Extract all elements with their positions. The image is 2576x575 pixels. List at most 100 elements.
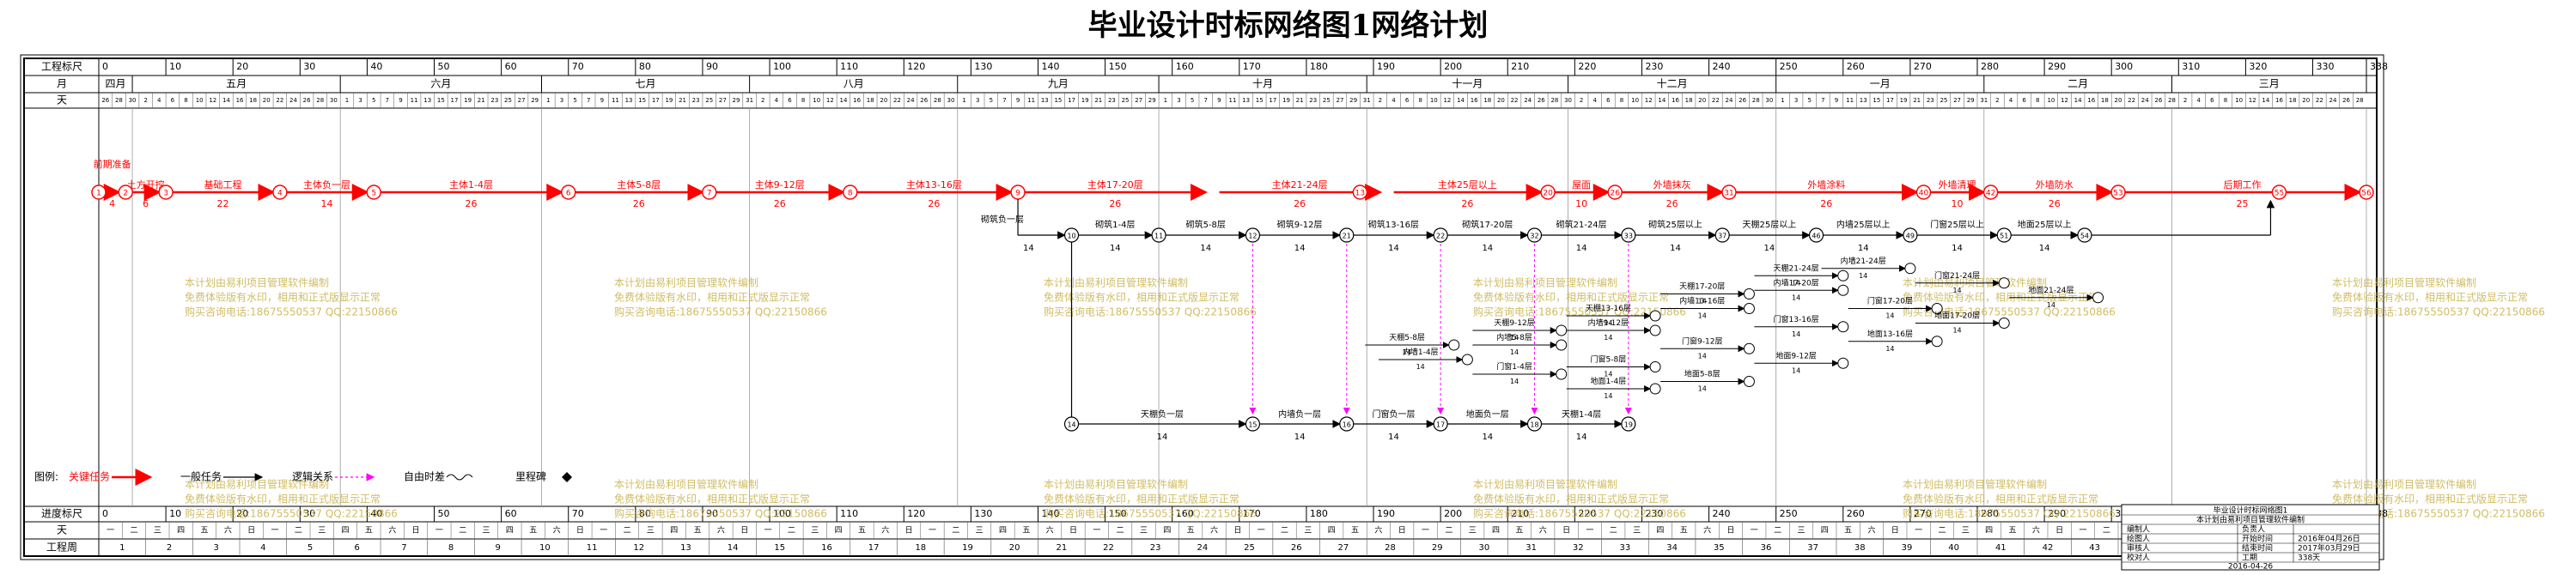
day-number: 20 [263, 97, 271, 104]
lower-task-duration: 14 [1482, 433, 1493, 442]
day-number: 25 [1122, 97, 1130, 104]
weekday-label: 二 [295, 527, 302, 536]
weekday-label: 一 [107, 527, 114, 536]
weekday-label: 四 [1163, 527, 1171, 536]
mid-task-name: 地面1-4层 [1591, 376, 1627, 386]
bottom-scale-tick-label: 70 [572, 508, 584, 519]
weekday-label: 五 [1844, 527, 1852, 536]
lower-node-id: 18 [1530, 421, 1538, 429]
weekday-label: 三 [1962, 527, 1970, 536]
weekday-label: 二 [624, 527, 631, 536]
day-number: 30 [1564, 97, 1572, 104]
bottom-scale-tick-label: 60 [505, 508, 517, 519]
critical-task-duration: 26 [1109, 198, 1121, 209]
watermark-text: 购买咨询电话:18675550537 QQ:22150866 [1473, 507, 1686, 520]
day-number: 17 [451, 97, 459, 104]
week-number: 13 [680, 543, 691, 553]
day-number: 5 [1191, 97, 1194, 104]
legend-milestone-symbol [562, 472, 572, 482]
mid-node [1649, 324, 1661, 336]
day-number: 29 [1967, 97, 1975, 104]
critical-task-duration: 26 [633, 198, 645, 209]
mid-task-duration: 14 [1885, 345, 1894, 353]
lower-node-id: 19 [1624, 421, 1633, 429]
top-scale-tick-label: 290 [2048, 61, 2066, 72]
week-number: 35 [1714, 543, 1725, 553]
top-scale-tick-label: 160 [1176, 61, 1194, 72]
weekday-label: 六 [717, 525, 725, 536]
day-number: 9 [399, 97, 402, 104]
day-number: 16 [2275, 97, 2283, 104]
lower-node [1433, 416, 1448, 432]
weekday-label: 六 [1703, 525, 1711, 536]
day-number: 27 [1135, 97, 1142, 104]
watermark-text: 免费体验版有水印，相用和正式版显示正常 [1044, 493, 1239, 505]
day-number: 13 [1860, 97, 1867, 104]
mid-node [1998, 318, 2010, 329]
day-number: 18 [249, 97, 257, 104]
weekday-label: 二 [1281, 527, 1288, 536]
day-number: 21 [1913, 97, 1921, 104]
weekday-label: 日 [905, 526, 913, 536]
top-scale-tick-label: 170 [1243, 61, 1261, 72]
top-scale-tick-label: 70 [572, 61, 584, 72]
critical-node [1982, 185, 1999, 200]
watermark-text: 免费体验版有水印，相用和正式版显示正常 [2332, 291, 2528, 304]
watermark-text: 免费体验版有水印，相用和正式版显示正常 [614, 291, 810, 304]
mid-task-name: 内墙17-20层 [1774, 277, 1819, 288]
day-number: 11 [1027, 97, 1035, 104]
weekday-label: 六 [224, 525, 232, 536]
upper-task-duration: 14 [1576, 244, 1587, 253]
day-number: 8 [184, 97, 187, 104]
watermark-text: 免费体验版有水印，相用和正式版显示正常 [1903, 291, 2098, 304]
upper-task-duration: 14 [1858, 244, 1869, 253]
critical-node-id: 6 [566, 190, 571, 198]
upper-task-duration: 14 [1482, 244, 1493, 253]
top-scale-tick-label: 320 [2249, 61, 2267, 72]
upper-node [1151, 227, 1166, 243]
bottom-scale-label: 进度标尺 [41, 507, 82, 520]
bottom-scale-tick-label: 290 [2048, 508, 2066, 519]
day-number: 2 [761, 97, 764, 104]
weekday-label: 二 [1774, 527, 1781, 536]
critical-task-duration: 26 [774, 198, 786, 209]
upper-node-id: 10 [1067, 233, 1075, 240]
mid-task-name: 内墙21-24层 [1841, 256, 1886, 266]
watermark-text: 购买咨询电话:18675550537 QQ:22150866 [1903, 507, 2116, 520]
upper-task-name: 砌筑17-20层 [1462, 219, 1513, 230]
upper-node-id: 46 [1812, 233, 1820, 240]
day-number: 8 [801, 97, 805, 104]
weekday-label: 六 [1374, 525, 1382, 536]
day-number: 4 [1593, 97, 1598, 104]
weekday-label: 一 [271, 527, 279, 536]
weekday-label: 六 [1867, 525, 1875, 536]
week-number: 34 [1666, 543, 1678, 553]
top-scale-tick-label: 140 [1041, 61, 1059, 72]
weekday-label: 日 [576, 526, 584, 536]
mid-node [1649, 361, 1661, 372]
bottom-scale-tick-label: 10 [169, 508, 181, 519]
day-number: 26 [920, 97, 928, 104]
mid-task-duration: 14 [1792, 279, 1800, 287]
weekday-label: 六 [881, 525, 889, 536]
upper-task-duration: 14 [1388, 244, 1399, 253]
watermark-text: 购买咨询电话:18675550537 QQ:22150866 [185, 306, 398, 318]
side-task-duration: 14 [1023, 244, 1034, 253]
bottom-scale-tick-label: 130 [974, 508, 992, 519]
critical-task-duration: 6 [143, 198, 149, 209]
week-number: 37 [1807, 543, 1818, 553]
critical-node-id: 20 [1543, 190, 1553, 198]
mid-task-duration: 14 [1698, 352, 1707, 360]
critical-node-id: 40 [1919, 190, 1929, 198]
day-number: 11 [411, 97, 418, 104]
weekday-label: 三 [976, 527, 984, 536]
weekday-label: 三 [1797, 527, 1805, 536]
month-label: 十二月 [1657, 78, 1688, 90]
day-number: 15 [437, 97, 445, 104]
week-number: 31 [1526, 543, 1537, 553]
day-number: 21 [478, 97, 485, 104]
upper-task-name: 砌筑1-4层 [1095, 219, 1135, 230]
watermark-text: 免费体验版有水印，相用和正式版显示正常 [1903, 493, 2098, 505]
upper-task-duration: 14 [2039, 244, 2050, 253]
